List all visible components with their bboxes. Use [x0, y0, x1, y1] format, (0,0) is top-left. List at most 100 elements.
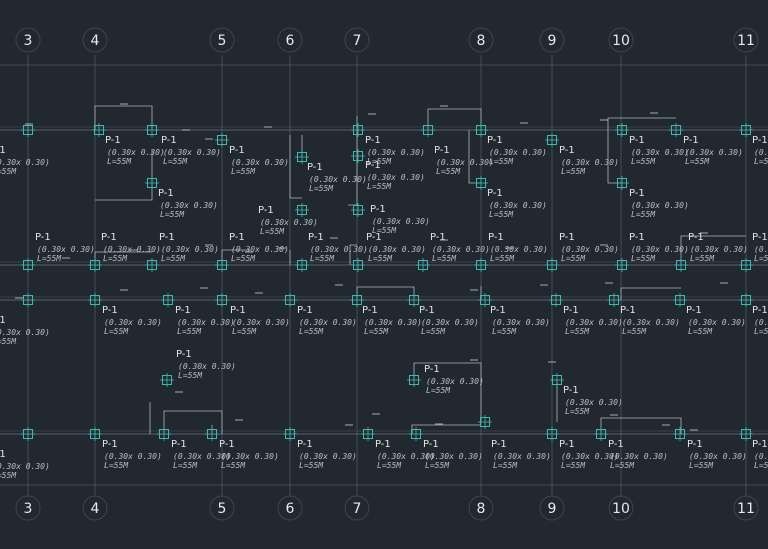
pile-marker[interactable]	[283, 427, 297, 441]
pile-marker[interactable]	[607, 293, 621, 307]
pile-marker[interactable]	[295, 150, 309, 164]
pile-length-label: L=55M	[754, 461, 768, 470]
pile-marker[interactable]	[615, 123, 629, 137]
pile-marker[interactable]	[351, 258, 365, 272]
pile-marker[interactable]	[478, 293, 492, 307]
pile-tag: P-1	[629, 135, 645, 146]
pile-tie-line	[413, 362, 482, 422]
pile-marker[interactable]	[545, 427, 559, 441]
pile-marker[interactable]	[215, 258, 229, 272]
pile-marker[interactable]	[674, 258, 688, 272]
pile-marker[interactable]	[416, 258, 430, 272]
pile-marker[interactable]	[673, 427, 687, 441]
pile-marker[interactable]	[474, 258, 488, 272]
pile-marker[interactable]	[88, 293, 102, 307]
pile-tag: P-1	[488, 232, 504, 243]
pile-tag: P-1	[559, 439, 575, 450]
pile-tag: P-1	[297, 305, 313, 316]
pile-tag: P-1	[229, 232, 245, 243]
pile-length-label: L=55M	[754, 327, 768, 336]
pile-marker[interactable]	[215, 133, 229, 147]
pile-tag: P-1	[366, 232, 382, 243]
pile-marker[interactable]	[545, 133, 559, 147]
pile-size-label: (0.30x 0.30)	[160, 201, 218, 210]
pile-tag: P-1	[308, 232, 324, 243]
pile-marker[interactable]	[739, 293, 753, 307]
pile-marker[interactable]	[215, 293, 229, 307]
grid-bubble-label: 5	[218, 501, 227, 517]
pile-length-label: L=55M	[104, 327, 129, 336]
pile-length-label: L=55M	[490, 254, 515, 263]
pile-marker[interactable]	[673, 293, 687, 307]
pile-marker[interactable]	[350, 293, 364, 307]
pile-marker[interactable]	[21, 427, 35, 441]
pile-marker[interactable]	[351, 123, 365, 137]
pile-marker[interactable]	[739, 123, 753, 137]
pile-marker[interactable]	[160, 373, 174, 387]
pile-length-label: L=55M	[432, 254, 457, 263]
pile-tag: P-1	[752, 135, 768, 146]
pile-size-label: (0.30x 0.30)	[231, 245, 289, 254]
pile-marker[interactable]	[295, 258, 309, 272]
pile-tag: P-1	[219, 439, 235, 450]
grid-bubble-label: 7	[353, 501, 362, 517]
pile-marker[interactable]	[145, 258, 159, 272]
pile-marker[interactable]	[615, 258, 629, 272]
pile-tag: P-1	[171, 439, 187, 450]
pile-tag: P-1	[258, 205, 274, 216]
pile-marker[interactable]	[549, 293, 563, 307]
pile-marker[interactable]	[407, 293, 421, 307]
pile-marker[interactable]	[161, 293, 175, 307]
pile-tag: P-1	[175, 305, 191, 316]
pile-marker[interactable]	[145, 176, 159, 190]
pile-size-label: (0.30x 0.30)	[490, 245, 548, 254]
pile-marker[interactable]	[474, 176, 488, 190]
pile-marker[interactable]	[739, 258, 753, 272]
pile-marker[interactable]	[409, 427, 423, 441]
pile-size-label: (0.30x 0.30)	[178, 362, 236, 371]
pile-marker[interactable]	[21, 258, 35, 272]
pile-size-label: (0.30x 0.30)	[561, 245, 619, 254]
pile-size-label: (0.30x 0.30)	[177, 318, 235, 327]
pile-marker[interactable]	[157, 427, 171, 441]
pile-marker[interactable]	[21, 293, 35, 307]
pile-marker[interactable]	[88, 427, 102, 441]
pile-length-label: L=55M	[685, 157, 710, 166]
pile-size-label: (0.30x 0.30)	[565, 318, 623, 327]
pile-marker[interactable]	[205, 427, 219, 441]
pile-marker[interactable]	[421, 123, 435, 137]
pile-marker[interactable]	[88, 258, 102, 272]
pile-size-label: (0.30x 0.30)	[232, 318, 290, 327]
pile-marker[interactable]	[21, 123, 35, 137]
pile-marker[interactable]	[295, 203, 309, 217]
pile-marker[interactable]	[92, 123, 106, 137]
pile-marker[interactable]	[478, 415, 492, 429]
grid-bubble-top: 7	[344, 27, 370, 53]
pile-marker[interactable]	[594, 427, 608, 441]
pile-size-label: (0.30x 0.30)	[754, 148, 768, 157]
pile-marker[interactable]	[283, 293, 297, 307]
pile-size-label: (0.30x 0.30)	[631, 245, 689, 254]
pile-marker[interactable]	[669, 123, 683, 137]
pile-marker[interactable]	[351, 149, 365, 163]
pile-size-label: (0.30x 0.30)	[107, 148, 165, 157]
pile-size-label: (0.30x 0.30)	[421, 318, 479, 327]
pile-length-label: L=55M	[231, 167, 256, 176]
pile-marker[interactable]	[545, 258, 559, 272]
pile-tag: P-1	[161, 135, 177, 146]
pile-marker[interactable]	[145, 123, 159, 137]
pile-tie-line	[411, 424, 481, 434]
pile-marker[interactable]	[615, 176, 629, 190]
pile-length-label: L=55M	[309, 184, 334, 193]
pile-marker[interactable]	[351, 203, 365, 217]
pile-length-label: L=55M	[163, 157, 188, 166]
pile-marker[interactable]	[474, 123, 488, 137]
pile-tag: P-1	[35, 232, 51, 243]
pile-marker[interactable]	[361, 427, 375, 441]
pile-tag: P-1	[229, 145, 245, 156]
pile-tag: P-1	[688, 232, 704, 243]
pile-marker[interactable]	[739, 427, 753, 441]
pile-marker[interactable]	[407, 373, 421, 387]
pile-marker[interactable]	[550, 373, 564, 387]
